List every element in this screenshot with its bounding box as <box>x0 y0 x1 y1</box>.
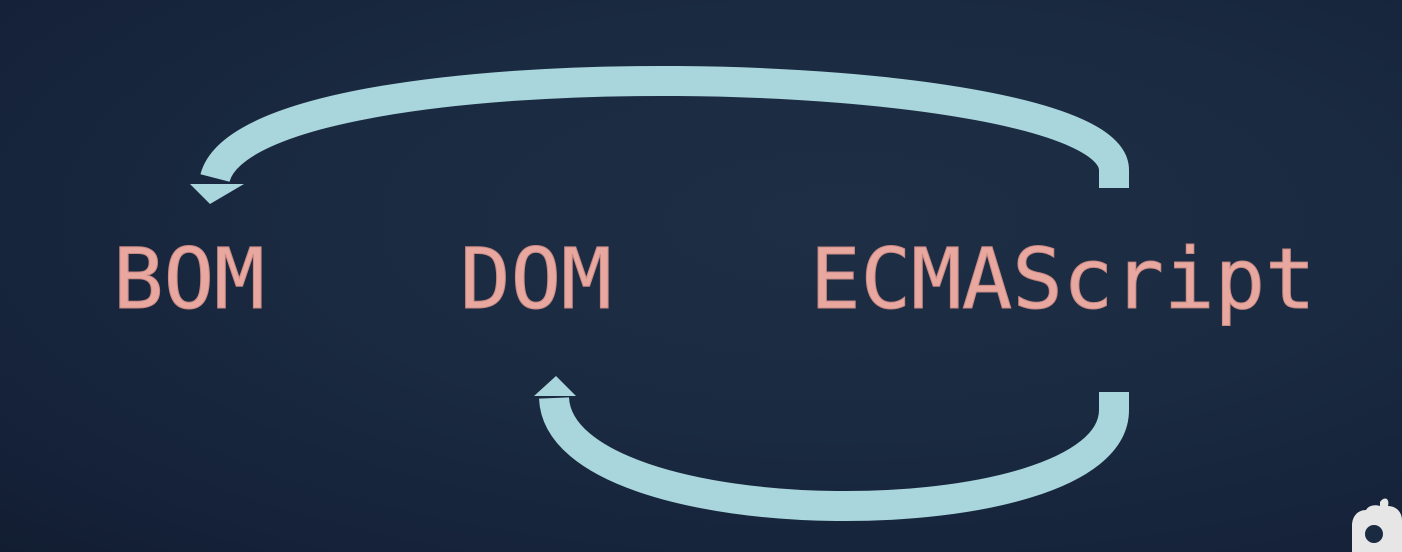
label-reflections: BOM DOM ECMAScript <box>113 207 1316 305</box>
arrow-ecmascript-to-bom <box>190 66 1129 204</box>
dom-label: DOM <box>460 230 612 328</box>
ecmascript-reflection: ECMAScript <box>810 207 1316 305</box>
bom-reflection: BOM <box>113 207 265 305</box>
arrow-head-dom <box>534 376 576 396</box>
app-logo-icon <box>1352 498 1402 552</box>
dom-reflection: DOM <box>460 207 612 305</box>
arrow-ecmascript-to-dom <box>534 376 1129 522</box>
bom-label: BOM <box>113 230 265 328</box>
ecmascript-label: ECMAScript <box>810 230 1316 328</box>
arrow-head-bom <box>190 184 244 204</box>
